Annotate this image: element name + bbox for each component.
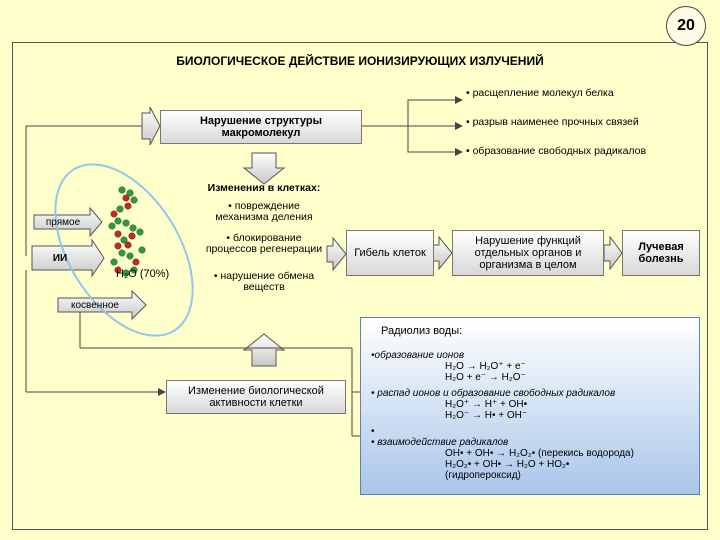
organ-disorder-label: Нарушение функций отдельных органов и ор… [474, 235, 582, 271]
dna-bead [122, 219, 130, 227]
macro-effects-bracket [361, 99, 455, 127]
dna-bead [110, 258, 118, 266]
dna-bead [110, 210, 118, 218]
radiolysis-bullet-empty: • [371, 426, 375, 437]
dna-bead [118, 186, 126, 194]
radiolysis-panel: Радиолиз воды: •образование ионов H₂O → … [360, 317, 700, 495]
cell-change-2: • блокирование процессов регенерации [205, 232, 323, 255]
page-title: БИОЛОГИЧЕСКОЕ ДЕЙСТВИЕ ИОНИЗИРУЮЩИХ ИЗЛУ… [176, 54, 544, 68]
down-arrow-1 [242, 152, 286, 185]
dna-bead [116, 205, 124, 213]
dna-ellipse [54, 163, 194, 337]
activity-change-label: Изменение биологической активности клетк… [188, 385, 324, 409]
dna-bead [138, 246, 146, 254]
arrow-organs-to-sickness [603, 235, 623, 271]
dna-bead [114, 230, 122, 238]
activity-change-box: Изменение биологической активности клетк… [166, 380, 346, 414]
page-number: 20 [666, 6, 706, 46]
dna-bead [118, 249, 126, 257]
ii-arrow [31, 238, 105, 278]
dna-bead [130, 266, 138, 274]
cell-death-label: Гибель клеток [354, 247, 426, 259]
dna-bead [132, 258, 140, 266]
radiolysis-eq-1b: H₂O + e⁻ → H₂O⁻ [445, 372, 526, 383]
dna-bead [136, 228, 144, 236]
radiolysis-title: Радиолиз воды: [381, 325, 463, 337]
radiation-sickness-box: Лучевая болезнь [622, 230, 700, 276]
dna-bead [114, 242, 122, 250]
organ-disorder-box: Нарушение функций отдельных органов и ор… [452, 230, 604, 276]
source-label: ИИ [52, 252, 68, 264]
radiolysis-eq-2b: H₂O⁻ → H• + OH⁻ [445, 410, 528, 421]
indirect-label: косвенное [71, 299, 119, 311]
cell-changes-title: Изменения в клетках: [207, 182, 321, 194]
arrow-cells-to-death [326, 236, 347, 272]
dna-bead [128, 232, 136, 240]
dna-bead [124, 202, 132, 210]
dna-bead [120, 236, 128, 244]
cell-death-box: Гибель клеток [346, 230, 434, 276]
dna-bead [114, 266, 122, 274]
water-label: H₂O (70%) [116, 268, 170, 280]
dna-bead [114, 217, 122, 225]
cell-change-1: • повреждение механизма деления [215, 200, 313, 223]
radiolysis-eq-2a: H₂O⁺ → H⁺ + OH• [445, 399, 528, 410]
radiolysis-eq-1a: H₂O → H₂O⁺ + e⁻ [445, 361, 526, 372]
radiolysis-step-3: • взаимодействие радикалов [371, 437, 509, 448]
dna-bead [129, 224, 137, 232]
radiolysis-eq-3b: H₂O₂• + OH• → H₂O + HO₂• [445, 459, 570, 470]
up-arrow [242, 333, 286, 367]
radiolysis-eq-3c: (гидропероксид) [445, 470, 521, 481]
arrow-death-to-organs [432, 235, 453, 271]
dna-bead [126, 252, 134, 260]
arrow-to-macro [141, 106, 161, 146]
dna-bead [122, 269, 130, 277]
radiolysis-step-1: •образование ионов [371, 350, 465, 361]
dna-bead [124, 241, 132, 249]
dna-bead [130, 196, 138, 204]
radiation-sickness-label: Лучевая болезнь [638, 241, 684, 265]
cell-changes-panel: Изменения в клетках: • повреждение механ… [204, 183, 324, 293]
radiolysis-eq-3a: OH• + OH• → H₂O₂• (перекись водорода) [445, 448, 634, 459]
macro-effect-3: • образование свободных радикалов [466, 145, 647, 157]
dna-bead [108, 222, 116, 230]
direct-arrow [33, 206, 103, 238]
radiolysis-step-2: • распад ионов и образование свободных р… [371, 388, 616, 399]
macro-effect-1: • расщепление молекул белка [466, 87, 614, 99]
dna-bead [126, 189, 134, 197]
macro-effect-2: • разрыв наименее прочных связей [466, 116, 639, 128]
dna-bead [122, 194, 130, 202]
page-frame [12, 42, 708, 530]
direct-label: прямое [45, 216, 81, 228]
cell-change-3: • нарушение обмена веществ [213, 270, 315, 293]
macro-box-label: Нарушение структуры макромолекул [199, 115, 323, 139]
macro-box: Нарушение структуры макромолекул [160, 110, 362, 144]
